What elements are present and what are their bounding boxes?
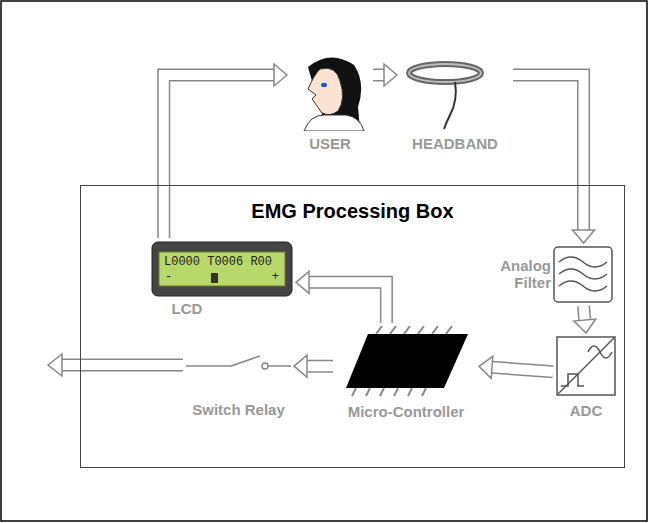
lcd-readout: L0000 T0006 R00 <box>164 256 286 269</box>
output-arrow <box>48 354 184 376</box>
processing-box: EMG Processing BoxL0000 T0006 R00 - + LCD An… <box>80 185 625 468</box>
relay-label: Switch Relay <box>176 401 301 418</box>
lcd-label: LCD <box>151 300 223 317</box>
lcd-minus: - <box>165 271 172 284</box>
lcd-display: L0000 T0006 R00 - + LCD <box>151 241 293 319</box>
adc-converter: ADC <box>556 336 616 421</box>
adc-converter-icon <box>556 336 616 396</box>
block-arrow <box>296 271 386 323</box>
controller-label: Micro-Controller <box>336 403 476 420</box>
switch-relay: Switch Relay <box>186 351 291 420</box>
analog-filter: Analog Filter <box>493 246 617 303</box>
headband-sensor-icon <box>400 55 510 130</box>
filter-label: Analog Filter <box>493 257 551 291</box>
box-title: EMG Processing Box <box>81 200 624 223</box>
block-arrow <box>373 64 397 86</box>
block-arrow <box>479 356 553 378</box>
block-arrow <box>294 355 333 377</box>
user-figure: USER <box>290 55 370 155</box>
user-figure-icon <box>290 55 370 131</box>
headband-label: HEADBAND <box>400 135 510 152</box>
micro-controller-icon <box>336 326 476 398</box>
user-label: USER <box>290 135 370 152</box>
lcd-plus: + <box>272 271 279 284</box>
block-arrow <box>574 306 596 333</box>
lcd-display-icon <box>151 241 293 297</box>
block-arrow <box>513 75 595 243</box>
analog-filter-icon <box>553 246 615 303</box>
headband-sensor: HEADBAND <box>400 55 510 155</box>
adc-label: ADC <box>546 402 626 419</box>
switch-relay-icon <box>186 351 291 383</box>
micro-controller: Micro-Controller <box>336 326 476 422</box>
